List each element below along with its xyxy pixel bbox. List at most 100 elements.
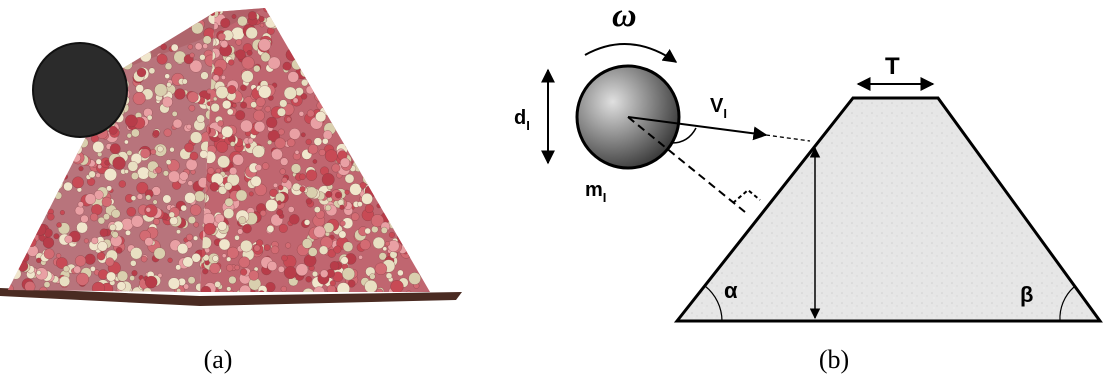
particle: [41, 212, 47, 218]
particle: [423, 269, 430, 277]
particle: [301, 79, 309, 87]
particle: [194, 42, 203, 51]
particle: [65, 27, 76, 38]
particle: [132, 42, 139, 49]
particle: [347, 117, 356, 126]
particle: [331, 163, 341, 173]
particle: [131, 215, 144, 228]
particle: [421, 47, 428, 54]
particle: [50, 166, 60, 177]
particle: [357, 54, 371, 67]
velocity-extension: [765, 134, 811, 142]
particle: [395, 89, 401, 95]
particle: [339, 220, 346, 227]
particle: [411, 150, 423, 162]
particle: [426, 266, 430, 275]
particle: [376, 203, 382, 209]
particle: [217, 32, 226, 41]
particle: [10, 227, 24, 242]
particle: [370, 41, 381, 52]
particle: [295, 28, 307, 39]
particle: [419, 180, 430, 193]
particle: [258, 16, 265, 22]
particle: [292, 97, 299, 104]
particle: [378, 33, 389, 44]
particle: [8, 186, 21, 199]
particle: [278, 128, 285, 136]
particle: [357, 46, 369, 57]
particle: [52, 159, 63, 171]
particle: [395, 112, 408, 125]
particle: [380, 22, 389, 31]
particle: [362, 21, 370, 28]
particle: [374, 58, 385, 69]
particle: [377, 193, 389, 206]
particle: [73, 15, 79, 21]
particle: [393, 150, 406, 163]
particle: [294, 50, 302, 57]
particle: [174, 88, 186, 100]
particle: [276, 209, 284, 216]
particle: [378, 182, 383, 187]
particle: [294, 150, 300, 155]
particle: [245, 26, 258, 40]
particle: [232, 103, 237, 108]
particle: [69, 16, 76, 23]
particle: [217, 221, 227, 231]
particle: [26, 106, 32, 111]
particle: [390, 280, 404, 292]
particle: [168, 20, 176, 28]
particle: [370, 115, 380, 126]
particle: [136, 193, 143, 200]
particle: [133, 48, 139, 53]
particle: [359, 76, 372, 89]
particle: [259, 23, 265, 28]
particle: [389, 200, 396, 207]
particle: [349, 16, 362, 29]
particle: [346, 69, 359, 82]
particle: [10, 198, 24, 212]
particle: [280, 285, 287, 292]
particle: [21, 235, 30, 243]
particle: [335, 33, 341, 38]
particle: [14, 110, 23, 120]
particle: [335, 191, 342, 199]
particle: [412, 251, 418, 257]
particle: [375, 180, 387, 192]
particle: [84, 253, 96, 265]
particle: [377, 81, 389, 92]
particle: [189, 52, 195, 58]
particle: [190, 131, 203, 144]
particle: [65, 26, 71, 32]
particle: [250, 175, 262, 187]
particle: [319, 69, 330, 80]
particle: [369, 273, 376, 280]
particle: [117, 40, 128, 50]
particle: [67, 21, 79, 32]
particle: [55, 155, 63, 163]
particle: [118, 180, 126, 188]
particle: [351, 67, 358, 74]
particle: [71, 144, 83, 155]
particle: [405, 43, 416, 54]
particle: [109, 25, 115, 32]
particle: [331, 66, 344, 79]
particle: [399, 128, 412, 140]
particle: [354, 39, 360, 45]
particle: [375, 288, 384, 292]
particle: [291, 59, 303, 70]
particle: [368, 99, 382, 113]
particle: [372, 69, 380, 76]
particle: [124, 139, 129, 145]
particle: [167, 12, 177, 22]
particle: [352, 126, 364, 138]
particle: [248, 191, 254, 197]
particle: [187, 91, 199, 103]
particle: [414, 108, 420, 114]
particle: [288, 128, 301, 140]
particle: [35, 12, 48, 20]
particle: [417, 86, 423, 92]
particle: [331, 29, 336, 35]
particle: [282, 61, 292, 71]
caption-b: (b): [819, 345, 849, 374]
